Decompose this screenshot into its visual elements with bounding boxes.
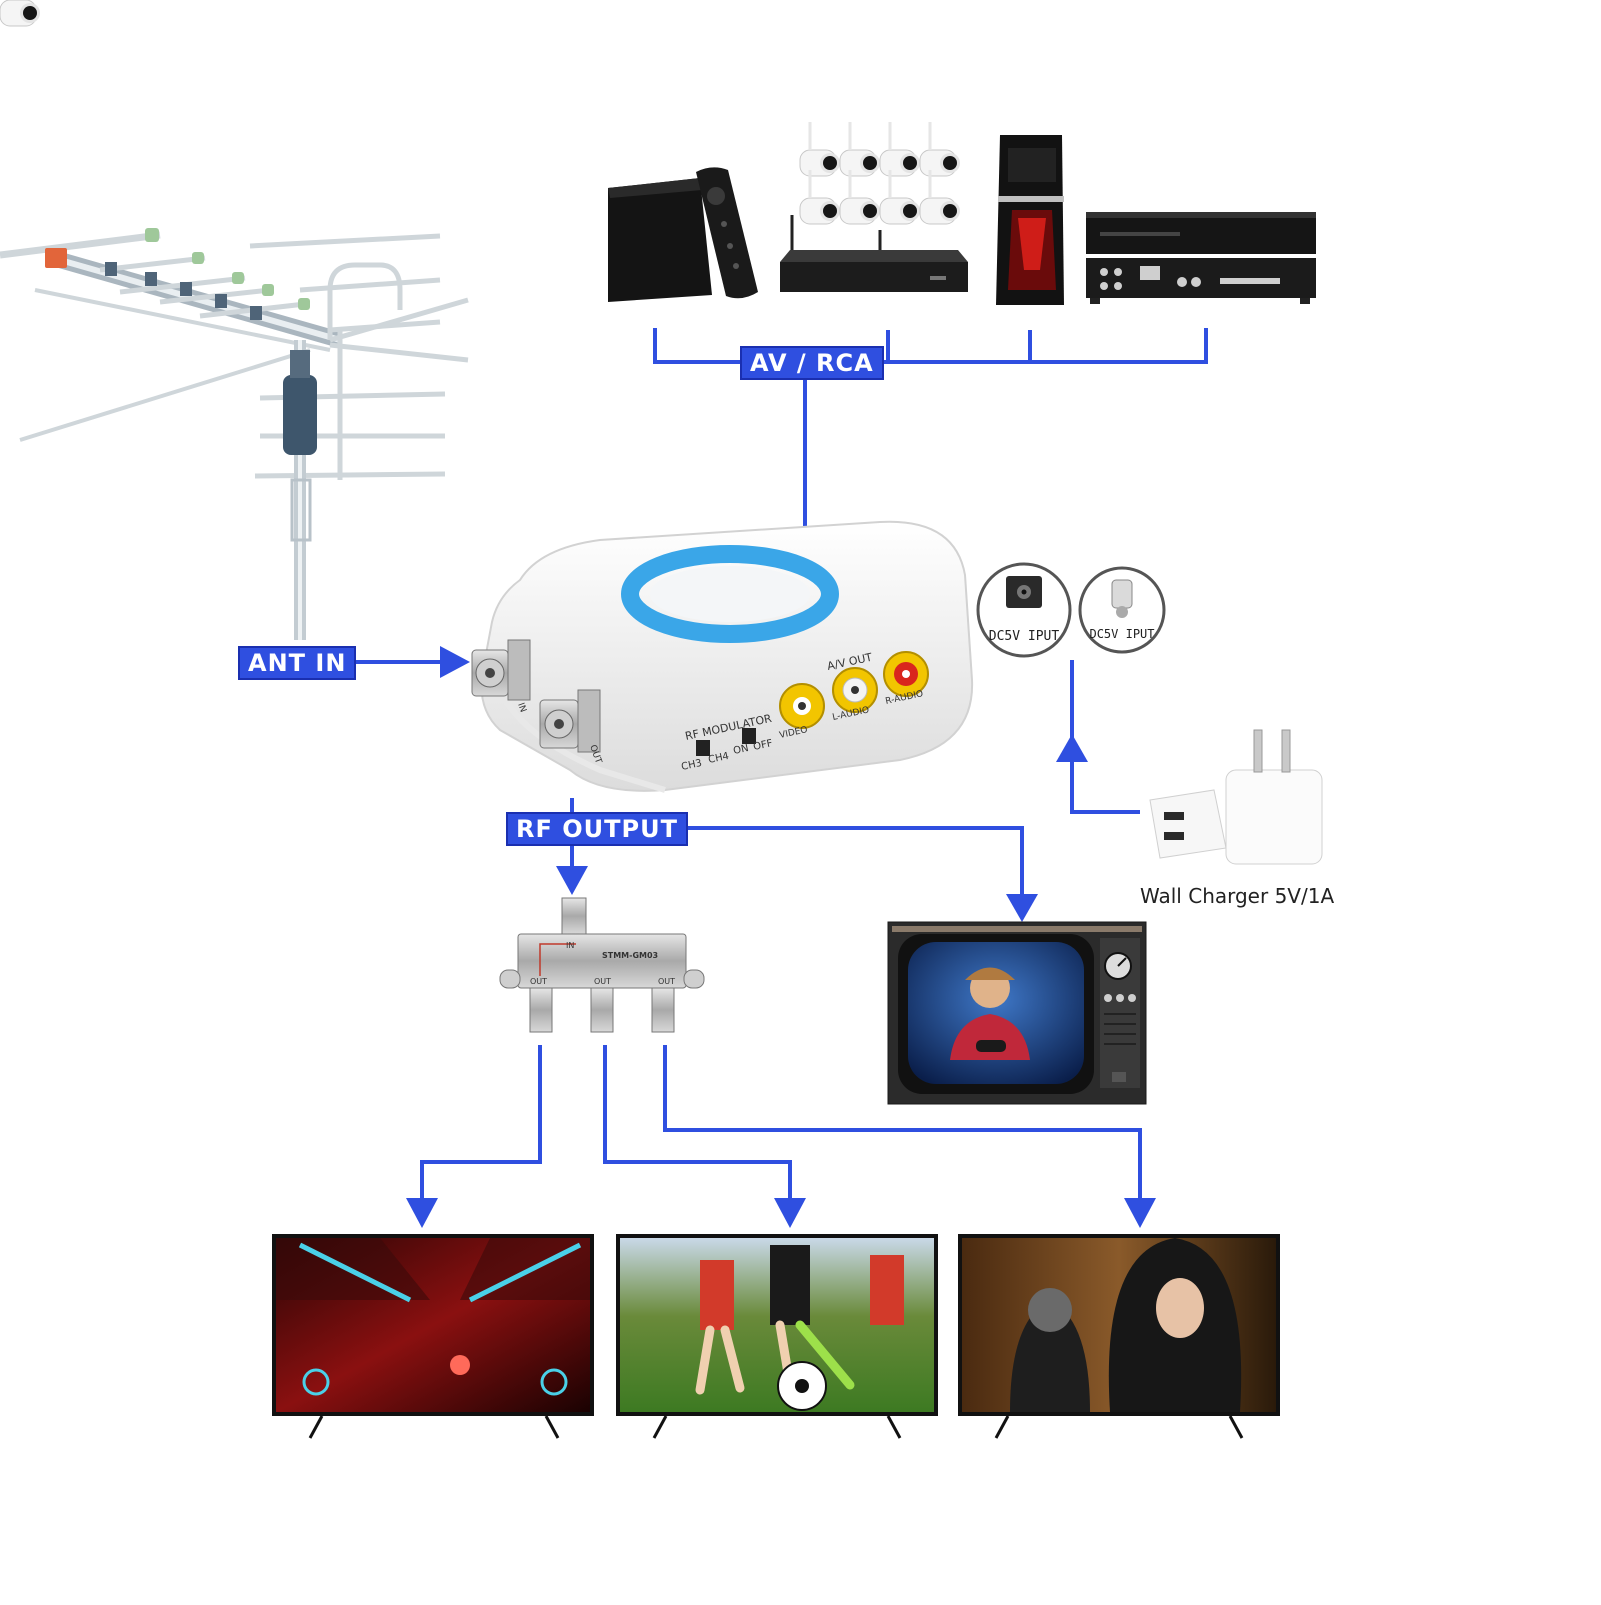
dc-input-label-1: DC5V IPUT (989, 629, 1060, 644)
splitter-in-label: IN (566, 941, 574, 950)
dc-plug: DC5V IPUT (1078, 566, 1166, 654)
connection-lines (340, 328, 1208, 1200)
wall-charger-label: Wall Charger 5V/1A (1140, 884, 1335, 908)
on-label: ON (732, 743, 749, 757)
splitter-icon: STMM-GM03 IN OUT OUT OUT (499, 897, 705, 1033)
flat-tv-2-icon (616, 1234, 938, 1439)
split-out-1-line (420, 1045, 542, 1200)
rf-output-label: RF OUTPUT (506, 812, 688, 846)
dc-input-label-2: DC5V IPUT (1089, 627, 1154, 641)
wall-charger-icon (1149, 729, 1323, 865)
power-switch-icon (742, 728, 756, 744)
off-label: OFF (752, 738, 773, 753)
f-connector-out-icon (539, 689, 601, 753)
status-ring-icon (621, 545, 839, 643)
split-out-3-line (663, 1045, 1142, 1200)
rca-left-audio-jack-icon (832, 667, 878, 713)
ant-in-label: ANT IN (238, 646, 357, 680)
cctv-cameras-icon (0, 0, 968, 292)
dvd-player-icon (1086, 212, 1316, 304)
splitter-out3-label: OUT (658, 977, 675, 986)
flat-tv-3-icon (958, 1234, 1280, 1439)
f-connector-in-icon (471, 639, 531, 701)
ch4-label: CH4 (707, 751, 730, 766)
ch3-label: CH3 (680, 758, 703, 773)
pc-tower-icon (996, 135, 1064, 305)
av-rca-label: AV / RCA (740, 346, 884, 380)
flat-tv-1-icon (272, 1234, 594, 1439)
antenna (0, 228, 469, 640)
av-bus-line (653, 328, 1208, 364)
f-in-label: IN (515, 702, 528, 714)
rca-video-jack-icon (779, 683, 825, 729)
streaming-box-icon (608, 167, 758, 302)
dc-input-jack: DC5V IPUT (976, 562, 1072, 658)
rf-modulator: RF MODULATOR A/V OUT CH3 CH4 ON OFF VIDE… (471, 520, 974, 793)
retro-tv-icon (887, 921, 1147, 1105)
split-out-2-line (603, 1045, 792, 1200)
splitter-out2-label: OUT (594, 977, 611, 986)
channel-switch-icon (696, 740, 710, 756)
rf-to-tv-line (656, 826, 1024, 895)
rca-right-audio-jack-icon (883, 651, 929, 697)
splitter-out1-label: OUT (530, 977, 547, 986)
splitter-model: STMM-GM03 (602, 951, 658, 960)
charger-line (1070, 760, 1140, 814)
